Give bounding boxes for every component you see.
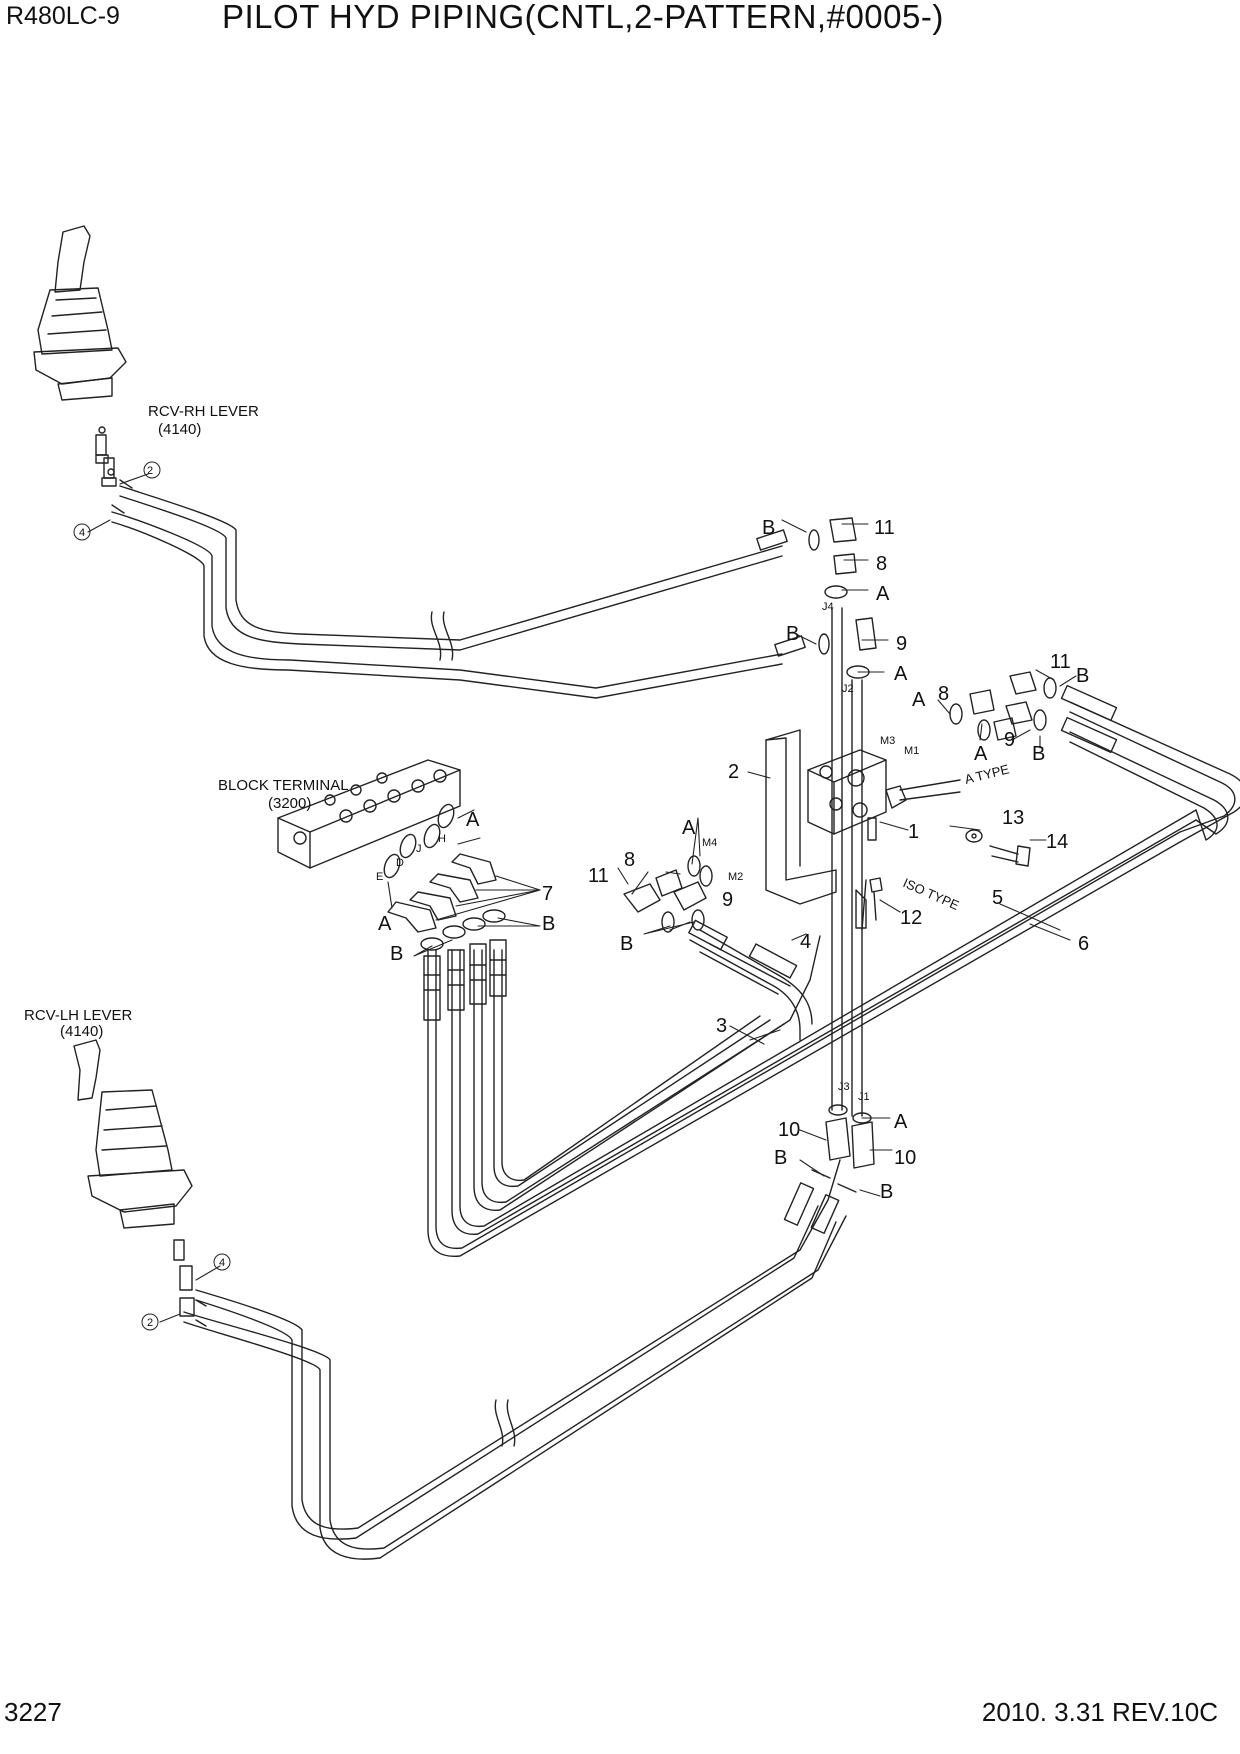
circled-callouts (73, 461, 231, 1331)
callout-circle-2-upper (143, 461, 161, 479)
callout-4-upper-num: 4 (79, 527, 85, 539)
label-b-11-top: B (762, 517, 775, 539)
callout-1: 1 (908, 821, 919, 843)
callout-9-left: 9 (722, 889, 733, 911)
port-e: E (376, 871, 383, 883)
callout-4-lower-num: 4 (219, 1257, 225, 1269)
model-number: R480LC-9 (6, 2, 120, 30)
block-terminal-drawing (277, 759, 461, 869)
port-m3: M3 (880, 735, 895, 747)
port-j2: J2 (842, 683, 854, 695)
rh-lever-code: (4140) (158, 421, 201, 438)
callout-11-left: 11 (588, 865, 609, 887)
page-number: 3227 (4, 1697, 62, 1727)
rh-fittings (95, 426, 133, 514)
callout-14: 14 (1046, 831, 1068, 853)
hose-3-4 (688, 919, 813, 1041)
vertical-pipes (831, 607, 867, 1117)
callout-2-upper-num: 2 (147, 465, 153, 477)
label-a-j2: A (894, 663, 908, 685)
callout-9-top: 9 (896, 633, 907, 655)
a-type-label: A TYPE (963, 761, 1011, 787)
callout-12: 12 (900, 907, 922, 929)
callout-11-top: 11 (874, 517, 895, 539)
bolts (869, 829, 1031, 921)
rh-hose-upper (111, 485, 806, 699)
diagram-labels: RCV-RH LEVER (4140) RCV-LH LEVER (4140) … (24, 403, 1089, 1329)
callout-4: 4 (800, 931, 811, 953)
block-terminal-code: (3200) (268, 795, 311, 812)
leader-lines (87, 473, 1077, 1323)
label-a-j1: A (894, 1111, 908, 1133)
label-b-9-top: B (786, 623, 799, 645)
lh-lever-code: (4140) (60, 1023, 103, 1040)
label-a-terminal-upper: A (466, 809, 480, 831)
label-b-10-left: B (774, 1147, 787, 1169)
port-m4: M4 (702, 837, 717, 849)
callout-2: 2 (728, 761, 739, 783)
label-b-9-right: B (1032, 743, 1045, 765)
page-title: PILOT HYD PIPING(CNTL,2-PATTERN,#0005-) (222, 0, 944, 35)
label-b-11-right: B (1076, 665, 1089, 687)
port-d: D (396, 857, 404, 869)
callout-circle-2-lower (141, 1313, 159, 1331)
callout-8-top: 8 (876, 553, 887, 575)
item7-fittings (383, 803, 506, 951)
callout-8-left: 8 (624, 849, 635, 871)
callout-7: 7 (542, 883, 553, 905)
callout-circle-4-lower (213, 1253, 231, 1271)
block-terminal-name: BLOCK TERMINAL (218, 777, 349, 794)
label-b-terminal-right: B (542, 913, 555, 935)
callout-6: 6 (1078, 933, 1089, 955)
callout-10-right: 10 (894, 1147, 916, 1169)
callout-2-lower-num: 2 (147, 1317, 153, 1329)
label-b-left: B (620, 933, 633, 955)
port-j: J (416, 843, 422, 855)
revision-date: 2010. 3.31 REV.10C (981, 1697, 1218, 1727)
port-m1: M1 (904, 745, 919, 757)
lh-hose-lower (183, 1159, 847, 1560)
label-b-10-right: B (880, 1181, 893, 1203)
callout-8-right: 8 (938, 683, 949, 705)
port-h: H (438, 833, 446, 845)
label-a-m1: A (974, 743, 988, 765)
label-a-m3: A (912, 689, 926, 711)
callout-circle-4-upper (73, 523, 91, 541)
callout-10-left: 10 (778, 1119, 800, 1141)
port-m2: M2 (728, 871, 743, 883)
label-b-terminal-left: B (390, 943, 403, 965)
rh-lever-name: RCV-RH LEVER (148, 403, 259, 420)
port-j1: J1 (858, 1091, 870, 1103)
top-fittings (808, 517, 877, 679)
right-fittings (949, 671, 1057, 741)
bracket-and-valve (765, 729, 961, 905)
label-a-m4: A (682, 817, 696, 839)
callout-11-right: 11 (1050, 651, 1071, 673)
port-j4: J4 (822, 601, 834, 613)
callout-5: 5 (992, 887, 1003, 909)
label-a-terminal-lower: A (378, 913, 392, 935)
terminal-hoses (423, 809, 1197, 1257)
callout-9-right: 9 (1004, 729, 1015, 751)
hose-5-6 (1060, 684, 1240, 843)
port-j3: J3 (838, 1081, 850, 1093)
callout-3: 3 (716, 1015, 727, 1037)
m-port-fittings (623, 855, 713, 933)
lh-lever-drawing (73, 1039, 207, 1327)
rh-lever-drawing (33, 225, 127, 401)
label-a-j4: A (876, 583, 890, 605)
callout-13: 13 (1002, 807, 1024, 829)
lh-lever-name: RCV-LH LEVER (24, 1007, 133, 1024)
